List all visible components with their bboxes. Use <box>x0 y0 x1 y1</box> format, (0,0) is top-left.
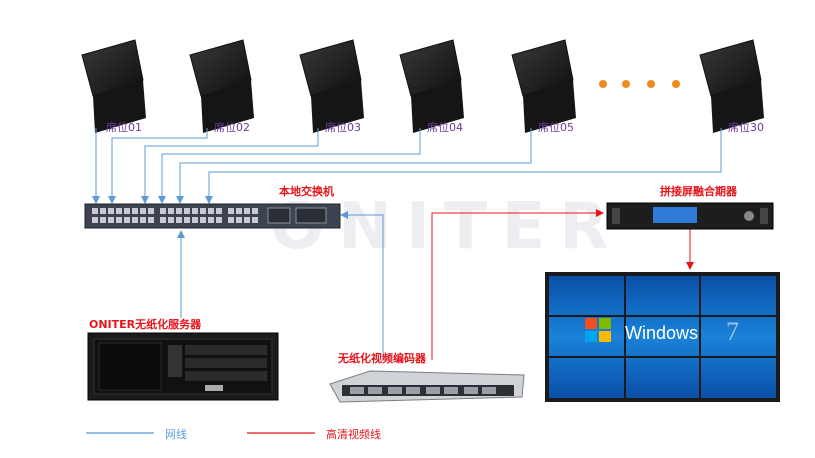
monitor-icon <box>699 39 764 133</box>
monitor-icon <box>81 39 146 133</box>
video-encoder <box>329 370 525 403</box>
ellipsis-dots <box>599 80 680 88</box>
seat-label-05: 席位05 <box>538 121 574 134</box>
fusion-processor <box>606 202 774 230</box>
hd-video-lines <box>431 209 694 360</box>
fusion-label: 拼接屏融合期器 <box>660 185 737 198</box>
encoder-label: 无纸化视频编码器 <box>338 352 426 365</box>
monitor-icon <box>511 39 576 133</box>
seat-label-04: 席位04 <box>427 121 463 134</box>
seven-glyph: 7 <box>726 317 739 346</box>
monitor-icon <box>299 39 364 133</box>
legend-video-label: 高清视频线 <box>326 428 381 441</box>
seat-label-01: 席位01 <box>106 121 142 134</box>
network-switch <box>84 203 341 229</box>
seat-label-30: 席位30 <box>728 121 764 134</box>
monitor-icon <box>399 39 464 133</box>
seat-label-02: 席位02 <box>214 121 250 134</box>
server-chassis <box>87 332 279 401</box>
seat-label-03: 席位03 <box>325 121 361 134</box>
wall-text: Windows <box>625 323 698 343</box>
monitor-icon <box>189 39 254 133</box>
windows-logo-icon <box>585 318 611 342</box>
network-lines <box>92 128 722 360</box>
legend-network-label: 网线 <box>165 428 187 441</box>
switch-label: 本地交换机 <box>279 185 334 198</box>
server-label: ONITER无纸化服务器 <box>89 318 202 331</box>
video-wall: Windows 7 <box>545 272 780 402</box>
